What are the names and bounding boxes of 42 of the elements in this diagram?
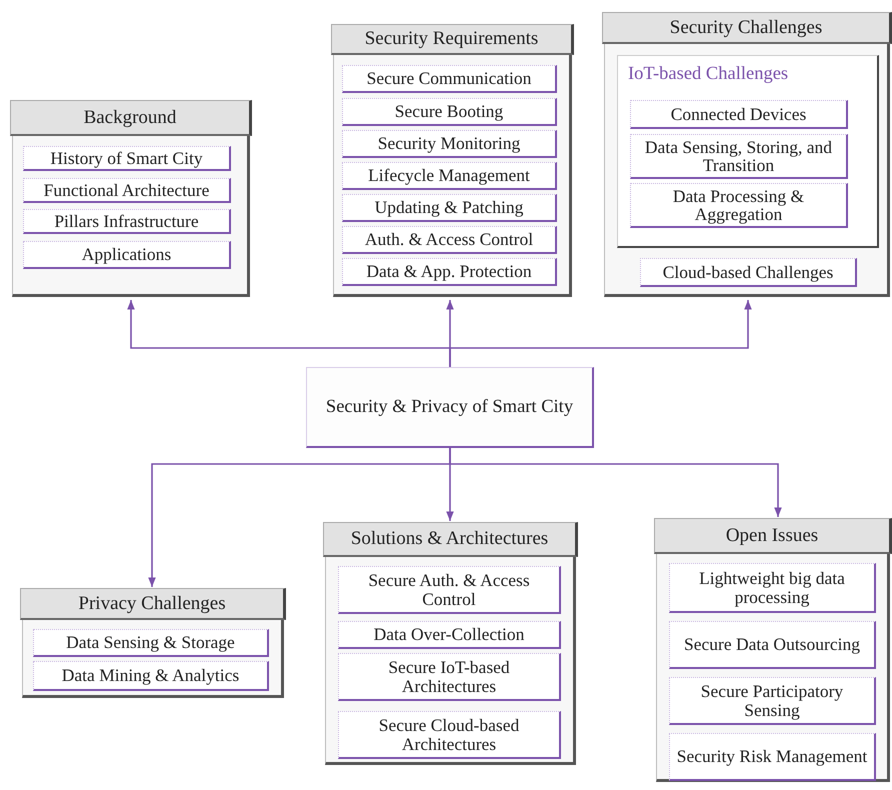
topic-item: Secure Communication	[342, 65, 557, 93]
topic-item: Secure IoT-based Architectures	[338, 653, 561, 701]
topic-item: Data Mining & Analytics	[33, 661, 269, 691]
topic-item: Functional Architecture	[23, 178, 231, 203]
category-panel	[604, 12, 890, 297]
topic-item: Auth. & Access Control	[342, 226, 557, 254]
topic-item: Data Sensing & Storage	[33, 629, 269, 657]
topic-item: Lifecycle Management	[342, 162, 557, 190]
topic-item: Secure Participatory Sensing	[669, 677, 876, 725]
topic-item: Applications	[23, 241, 231, 269]
topic-item: Data Sensing, Storing, and Transition	[630, 134, 848, 179]
subgroup-box	[617, 55, 879, 248]
topic-item: Secure Auth. & Access Control	[338, 566, 561, 614]
topic-item: Data Processing & Aggregation	[630, 183, 848, 228]
topic-item: Data Over-Collection	[338, 621, 561, 649]
topic-item: History of Smart City	[23, 146, 231, 171]
panel-title: Solutions & Architectures	[323, 522, 578, 557]
central-topic-box: Security & Privacy of Smart City	[306, 367, 594, 448]
topic-item: Pillars Infrastructure	[23, 209, 231, 234]
topic-item: Secure Data Outsourcing	[669, 621, 876, 669]
category-panel	[12, 100, 250, 297]
topic-item: Connected Devices	[630, 100, 848, 129]
topic-item: Secure Cloud-based Architectures	[338, 711, 561, 759]
panel-title: Privacy Challenges	[20, 588, 286, 620]
connector-arrow	[449, 300, 752, 367]
connector-arrow	[449, 448, 782, 517]
topic-item: Security Monitoring	[342, 130, 557, 158]
panel-title: Security Requirements	[331, 24, 574, 55]
topic-item: Data & App. Protection	[342, 258, 557, 286]
topic-item: Secure Booting	[342, 98, 557, 126]
topic-item: Lightweight big data processing	[669, 563, 876, 613]
panel-title: Security Challenges	[602, 12, 892, 44]
category-panel	[325, 522, 576, 765]
panel-title: Open Issues	[654, 518, 892, 554]
topic-item: Security Risk Management	[669, 733, 876, 781]
topic-item: Cloud-based Challenges	[640, 258, 857, 287]
panel-title: Background	[10, 100, 252, 136]
category-panel	[656, 518, 890, 782]
category-panel	[333, 24, 572, 297]
topic-item: Updating & Patching	[342, 194, 557, 222]
category-panel	[22, 588, 284, 698]
group-title: IoT-based Challenges	[628, 64, 788, 85]
